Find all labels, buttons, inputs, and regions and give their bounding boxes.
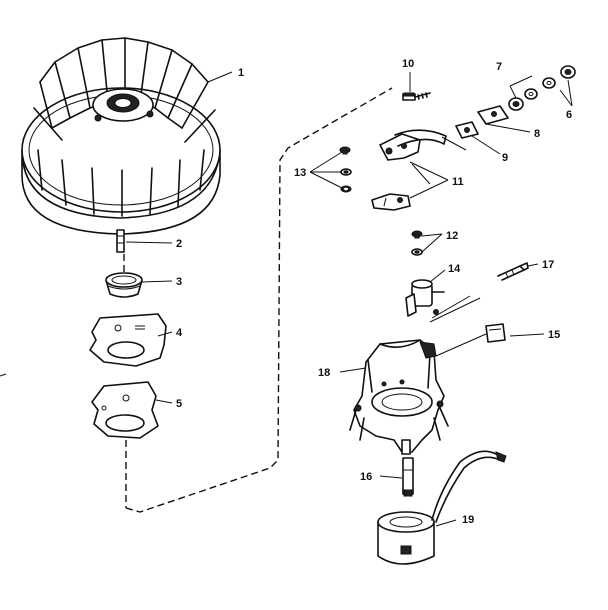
callout-8: 8 (534, 128, 540, 140)
pin-part-17 (497, 262, 529, 281)
callout-19: 19 (462, 514, 474, 526)
callout-12: 12 (446, 230, 458, 242)
flywheel-key-part (116, 229, 125, 253)
callout-1: 1 (238, 67, 244, 79)
callout-6: 6 (566, 109, 572, 121)
coil-part (377, 450, 507, 565)
callout-14: 14 (448, 263, 461, 275)
callout-5: 5 (176, 398, 182, 410)
mounting-plate-lower-part (91, 381, 159, 439)
callout-10: 10 (402, 58, 414, 70)
screw-part-10 (402, 92, 431, 101)
armature-bracket-part (349, 339, 449, 455)
breaker-points-part (371, 129, 447, 211)
shaft-part-16 (402, 457, 414, 497)
spring-cup-part (105, 272, 143, 298)
flywheel-part (21, 37, 221, 235)
screws-washers-part-13 (339, 146, 352, 193)
callout-3: 3 (176, 276, 182, 288)
screw-washer-part-12 (411, 230, 423, 256)
callout-2: 2 (176, 238, 182, 250)
insulator-part (455, 121, 479, 139)
washers-part-7 (524, 77, 556, 100)
callout-15: 15 (548, 329, 560, 341)
callout-17: 17 (542, 259, 554, 271)
condenser-part (405, 279, 445, 317)
callout-4: 4 (176, 327, 183, 339)
callout-7: 7 (496, 61, 502, 73)
callout-16: 16 (360, 471, 372, 483)
terminal-block-part (477, 105, 509, 125)
nuts-part-6 (508, 65, 576, 111)
callout-18: 18 (318, 367, 330, 379)
callout-9: 9 (502, 152, 508, 164)
pad-part-15 (485, 323, 506, 343)
callout-11: 11 (452, 176, 464, 188)
callout-13: 13 (294, 167, 306, 179)
mounting-plate-upper-part (89, 313, 167, 367)
